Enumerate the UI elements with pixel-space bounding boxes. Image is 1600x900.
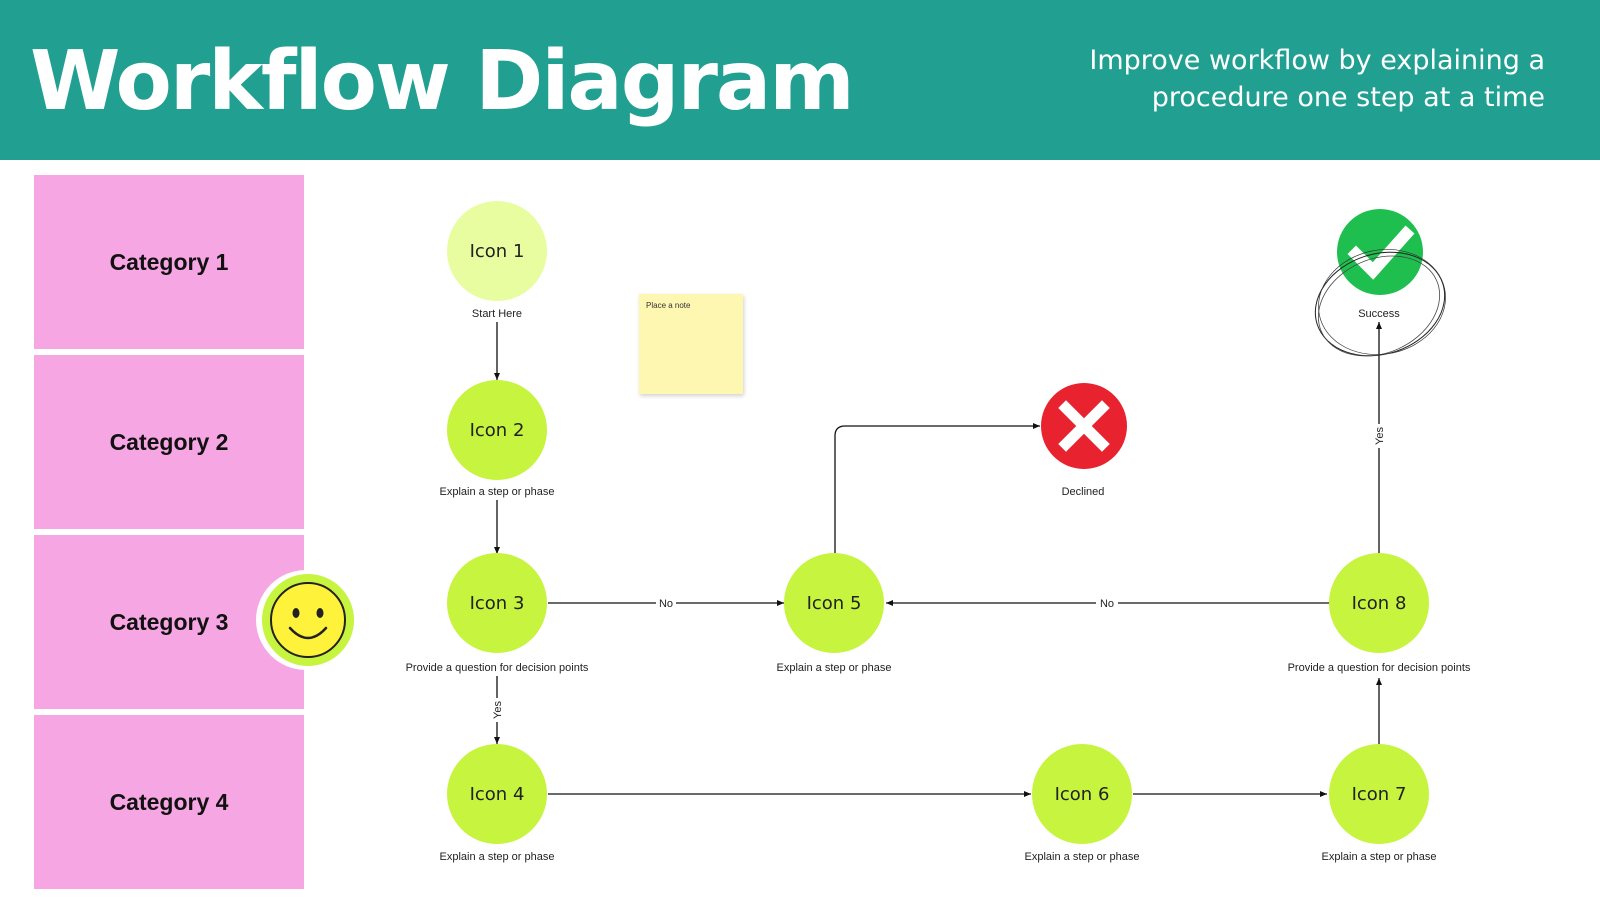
node-label: Icon 6 [1054,783,1110,805]
sticky-note[interactable]: Place a note [639,294,743,394]
category-label: Category 3 [109,608,229,635]
node-label: Icon 2 [469,419,525,441]
node-label: Icon 5 [806,592,862,614]
node-icon-6[interactable]: Icon 6 [1032,744,1132,844]
node-caption: Explain a step or phase [1321,851,1437,863]
checkmark-icon[interactable] [1336,208,1424,296]
category-label: Category 1 [109,248,229,275]
edge-label-no-1: No [659,598,673,610]
node-label: Icon 1 [469,240,525,262]
node-caption: Explain a step or phase [439,486,555,498]
scribble-circle-icon [1314,249,1446,357]
edge-label-yes-1: Yes [492,701,504,719]
category-label: Category 4 [109,788,229,815]
node-icon-1[interactable]: Icon 1 [447,201,547,301]
page-subtitle: Improve workflow by explaining a procedu… [1089,45,1545,113]
node-icon-4[interactable]: Icon 4 [447,744,547,844]
node-icon-3[interactable]: Icon 3 [447,553,547,653]
node-icon-2[interactable]: Icon 2 [447,380,547,480]
edge-label-yes-2: Yes [1374,427,1386,445]
category-4[interactable]: Category 4 [34,715,304,889]
category-2[interactable]: Category 2 [34,355,304,529]
node-label: Icon 4 [469,783,525,805]
smiley-face-icon [256,570,356,670]
node-caption: Provide a question for decision points [1287,662,1471,674]
success-caption: Success [1358,308,1400,320]
x-icon[interactable] [1040,382,1128,470]
declined-caption: Declined [1061,486,1105,498]
node-label: Icon 3 [469,592,525,614]
node-icon-5[interactable]: Icon 5 [784,553,884,653]
node-caption: Provide a question for decision points [405,662,589,674]
node-caption: Explain a step or phase [1024,851,1140,863]
category-label: Category 2 [109,428,229,455]
category-1[interactable]: Category 1 [34,175,304,349]
node-icon-7[interactable]: Icon 7 [1329,744,1429,844]
node-caption: Start Here [471,308,523,320]
node-icon-8[interactable]: Icon 8 [1329,553,1429,653]
edge-icon5-declined [834,423,1040,553]
node-caption: Explain a step or phase [776,662,892,674]
header-banner: Workflow Diagram Improve workflow by exp… [0,0,1600,160]
page-title: Workflow Diagram [30,34,855,129]
node-label: Icon 8 [1351,592,1407,614]
node-caption: Explain a step or phase [439,851,555,863]
edge-label-no-2: No [1100,598,1114,610]
node-label: Icon 7 [1351,783,1407,805]
sticky-note-text: Place a note [646,301,691,310]
